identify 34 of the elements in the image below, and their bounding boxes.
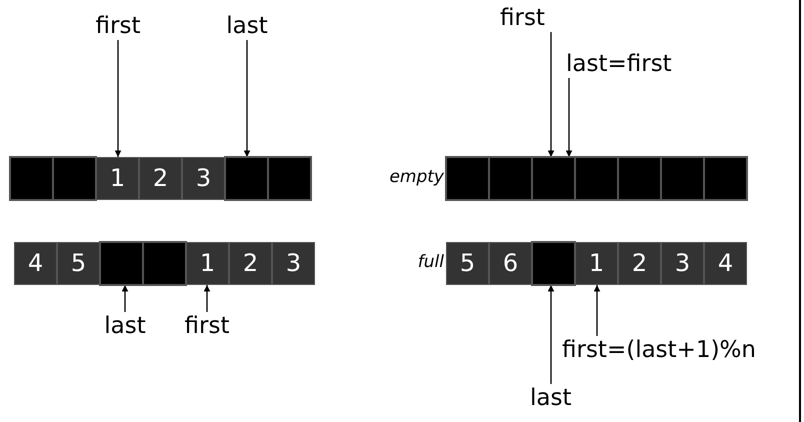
pointer-label: last [226,12,268,40]
pointer-label: last [530,384,572,412]
pointer-label: first [184,312,230,340]
array-cell: 4 [14,242,57,285]
arrow [566,78,572,157]
array-cell: 1 [96,157,139,200]
array-cell: 5 [57,242,100,285]
pointer-label: last [104,312,146,340]
state-label: empty [389,166,445,189]
array-cell: 2 [229,242,272,285]
array-cell: 3 [661,242,704,285]
array-strip [14,242,315,285]
array-strip [10,157,311,200]
array-cell: 5 [446,242,489,285]
state-label: full [418,251,445,274]
array-cell: 3 [182,157,225,200]
array-cell: 2 [139,157,182,200]
array-cell: 2 [618,242,661,285]
pointer-label: first [96,12,140,40]
arrow [204,285,210,312]
arrow [594,285,600,336]
arrow [114,40,122,157]
pointer-label: first=(last+1)%n [562,336,756,364]
arrow [244,40,250,157]
array-cell: 4 [704,242,747,285]
pointer-label: first [500,4,545,32]
array-cell: 1 [186,242,229,285]
arrow [548,285,554,384]
array-cell: 1 [575,242,618,285]
arrow [548,32,554,157]
arrow [122,285,128,312]
array-cell: 6 [489,242,532,285]
array-cell: 3 [272,242,315,285]
pointer-label: last=first [566,50,672,78]
